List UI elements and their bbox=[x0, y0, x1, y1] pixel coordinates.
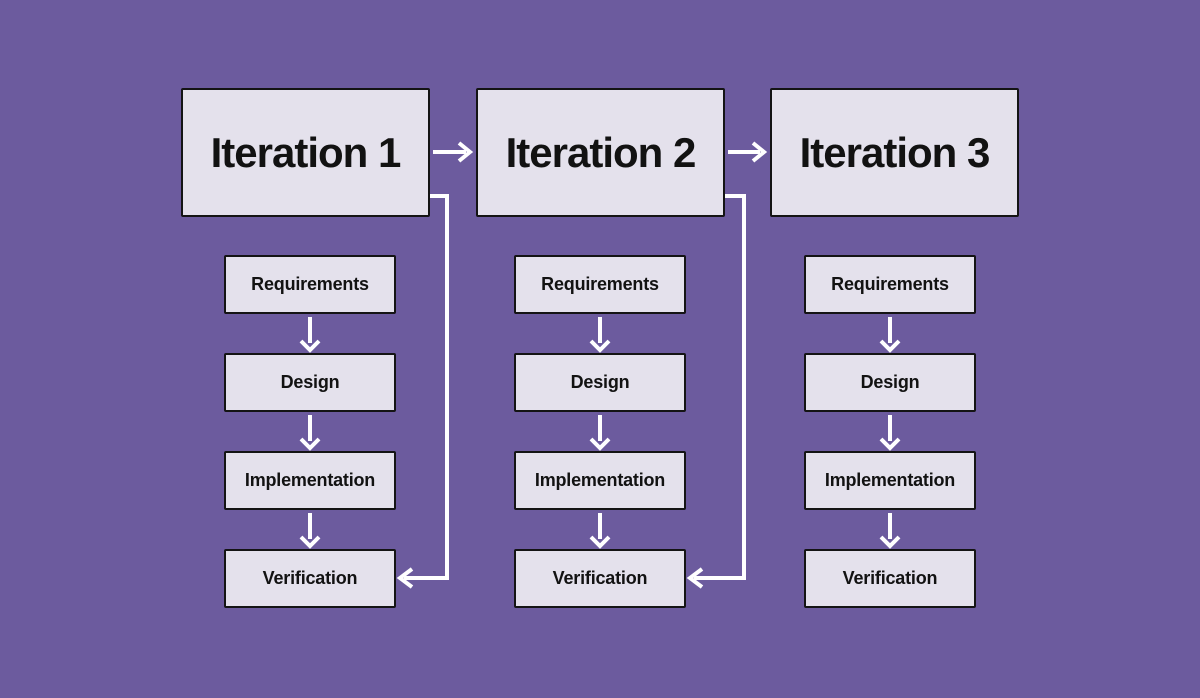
arrow-iter1-design-to-implementation bbox=[299, 415, 321, 451]
iter1-implementation-box: Implementation bbox=[224, 451, 396, 510]
arrow-iter3-requirements-to-design bbox=[879, 317, 901, 353]
arrow-iter2-design-to-implementation bbox=[589, 415, 611, 451]
feedback-arrow-iteration2-to-verification bbox=[686, 194, 746, 589]
iteration-2-header-box: Iteration 2 bbox=[476, 88, 725, 217]
arrow-iter2-requirements-to-design bbox=[589, 317, 611, 353]
iter1-verification-label: Verification bbox=[262, 568, 358, 588]
iter1-design-box: Design bbox=[224, 353, 396, 412]
iteration-3-label: Iteration 3 bbox=[799, 128, 991, 176]
iter3-implementation-box: Implementation bbox=[804, 451, 976, 510]
iter2-requirements-box: Requirements bbox=[514, 255, 686, 314]
iteration-3-header-box: Iteration 3 bbox=[770, 88, 1019, 217]
iter2-design-label: Design bbox=[570, 372, 630, 392]
iter1-requirements-box: Requirements bbox=[224, 255, 396, 314]
iter2-requirements-label: Requirements bbox=[541, 274, 659, 294]
iter1-requirements-label: Requirements bbox=[251, 274, 369, 294]
iter3-verification-label: Verification bbox=[842, 568, 938, 588]
iter2-verification-box: Verification bbox=[514, 549, 686, 608]
arrow-iteration2-to-iteration3 bbox=[728, 141, 768, 163]
arrow-iter1-implementation-to-verification bbox=[299, 513, 321, 549]
iteration-1-header-box: Iteration 1 bbox=[181, 88, 430, 217]
iter3-verification-box: Verification bbox=[804, 549, 976, 608]
iter3-requirements-label: Requirements bbox=[831, 274, 949, 294]
iter1-verification-box: Verification bbox=[224, 549, 396, 608]
arrow-iteration1-to-iteration2 bbox=[433, 141, 474, 163]
arrow-iter2-implementation-to-verification bbox=[589, 513, 611, 549]
iteration-1-label: Iteration 1 bbox=[210, 128, 402, 176]
arrow-iter3-implementation-to-verification bbox=[879, 513, 901, 549]
iter3-requirements-box: Requirements bbox=[804, 255, 976, 314]
iter2-implementation-box: Implementation bbox=[514, 451, 686, 510]
iter1-design-label: Design bbox=[280, 372, 340, 392]
iter2-design-box: Design bbox=[514, 353, 686, 412]
iter2-implementation-label: Implementation bbox=[534, 470, 666, 490]
feedback-arrow-iteration1-to-verification bbox=[396, 194, 449, 589]
iter3-design-box: Design bbox=[804, 353, 976, 412]
iter2-verification-label: Verification bbox=[552, 568, 648, 588]
arrow-iter1-requirements-to-design bbox=[299, 317, 321, 353]
iteration-2-label: Iteration 2 bbox=[505, 128, 697, 176]
iter3-design-label: Design bbox=[860, 372, 920, 392]
arrow-iter3-design-to-implementation bbox=[879, 415, 901, 451]
iter1-implementation-label: Implementation bbox=[244, 470, 376, 490]
iter3-implementation-label: Implementation bbox=[824, 470, 956, 490]
